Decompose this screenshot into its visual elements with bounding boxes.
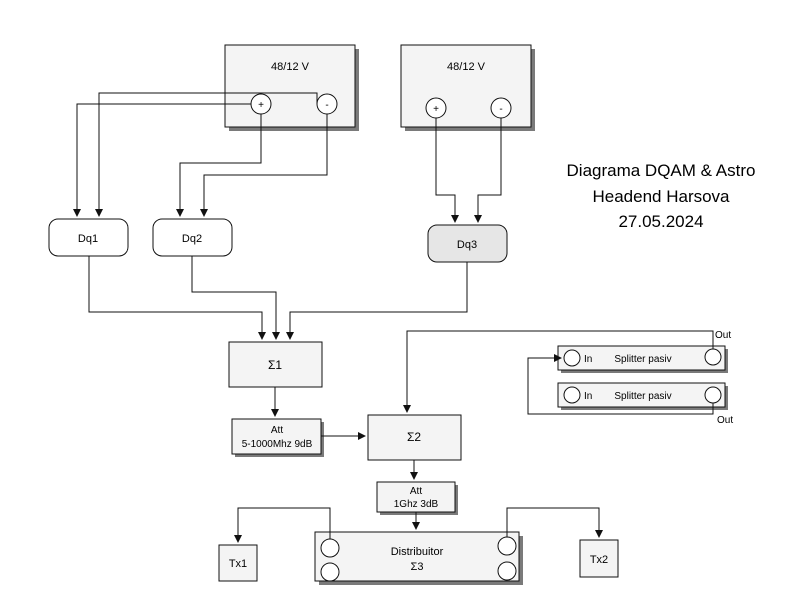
power-supply-2: 48/12 V + -: [400, 44, 535, 131]
port-icon: [704, 386, 722, 404]
tx1-box: Tx1: [218, 544, 258, 582]
att2-line-1: Att: [410, 486, 422, 497]
port-icon: [320, 562, 340, 582]
att1-line-2: 5-1000Mhz 9dB: [242, 439, 313, 450]
minus-terminal-label: -: [499, 104, 502, 115]
wires: [73, 92, 714, 543]
diagram-title: Diagrama DQAM & Astro Headend Harsova 27…: [567, 161, 756, 231]
power-supply-1: 48/12 V + -: [224, 44, 359, 131]
splitter-1: In Splitter pasiv Out: [557, 330, 731, 373]
power-supply-2-label: 48/12 V: [447, 61, 486, 73]
dq3-module: Dq3: [427, 224, 508, 263]
port-icon: [320, 538, 340, 558]
wire-psu2-plus-dq3: [435, 118, 459, 223]
plus-terminal-label: +: [258, 100, 264, 111]
dq1-module: Dq1: [48, 218, 129, 257]
power-supply-1-label: 48/12 V: [271, 61, 310, 73]
dq1-label: Dq1: [78, 233, 98, 245]
wire-splitter2-splitter1: [527, 354, 714, 415]
wire-distributor-tx1: [234, 507, 331, 543]
sum1-box: Σ1: [228, 341, 323, 388]
splitter-2-label: Splitter pasiv: [614, 391, 671, 402]
wire-psu1-minus-dq2: [200, 114, 328, 217]
splitter-1-label: Splitter pasiv: [614, 354, 671, 365]
title-line-2: Headend Harsova: [592, 187, 730, 206]
wire-distributor-tx2: [506, 507, 603, 538]
port-icon: [563, 349, 581, 367]
tx2-box: Tx2: [579, 539, 619, 578]
splitter-2-in-label: In: [584, 391, 592, 402]
wire-dq3-sum1: [286, 262, 468, 340]
sum1-label: Σ1: [268, 358, 282, 372]
tx2-label: Tx2: [590, 554, 608, 566]
port-icon: [497, 561, 517, 581]
port-icon: [497, 536, 517, 556]
wire-psu1-plus-dq2: [176, 114, 262, 217]
wire-psu1-plus-dq1: [73, 103, 251, 217]
plus-terminal-label: +: [433, 104, 439, 115]
distributor-line-1: Distribuitor: [391, 546, 444, 558]
splitter-2: In Splitter pasiv Out: [557, 382, 733, 426]
attenuator-2: Att 1Ghz 3dB: [376, 481, 458, 515]
dq2-module: Dq2: [152, 218, 233, 257]
minus-terminal-label: -: [325, 100, 328, 111]
dq2-label: Dq2: [182, 233, 202, 245]
distributor-box: Distribuitor Σ3: [314, 531, 523, 585]
att2-line-2: 1Ghz 3dB: [394, 499, 439, 510]
title-line-1: Diagrama DQAM & Astro: [567, 161, 756, 180]
port-icon: [704, 348, 722, 366]
tx1-label: Tx1: [229, 558, 247, 570]
sum2-box: Σ2: [367, 414, 462, 461]
title-line-3: 27.05.2024: [618, 212, 703, 231]
splitter-2-out-label: Out: [717, 415, 733, 426]
attenuator-1: Att 5-1000Mhz 9dB: [231, 418, 324, 457]
dq3-label: Dq3: [457, 239, 477, 251]
sum2-label: Σ2: [407, 430, 421, 444]
splitter-1-in-label: In: [584, 354, 592, 365]
port-icon: [563, 386, 581, 404]
distributor-line-2: Σ3: [411, 561, 424, 573]
wire-psu1-minus-dq1: [95, 92, 318, 217]
att1-line-1: Att: [271, 425, 283, 436]
wire-psu2-minus-dq3: [474, 118, 502, 223]
wire-dq2-sum1: [191, 256, 280, 340]
wire-dq1-sum1: [88, 256, 266, 340]
splitter-1-out-label: Out: [715, 330, 731, 341]
wire-splitter1-sum2: [403, 330, 714, 413]
